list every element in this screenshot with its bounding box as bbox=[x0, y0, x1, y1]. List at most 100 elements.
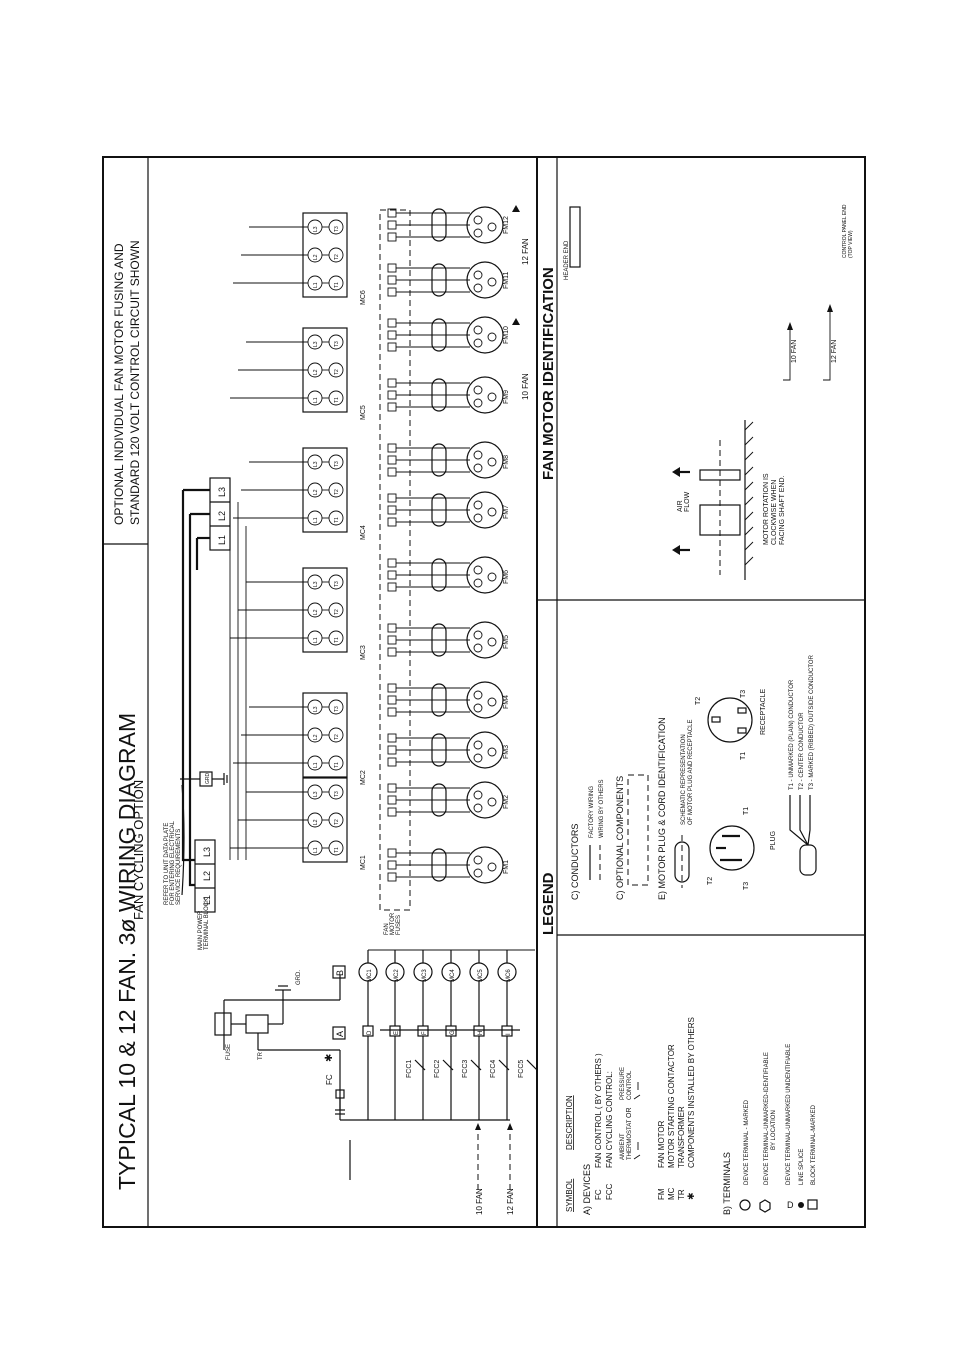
coil-label-mc6: MC6 bbox=[506, 969, 512, 982]
fuse-cell bbox=[387, 623, 397, 633]
contactor-t-label: T2 bbox=[334, 254, 340, 260]
contactor-l-label-wrap: L3 bbox=[313, 706, 319, 712]
coil-term-label-3-wrap: F bbox=[422, 1031, 428, 1035]
receptacle-label: RECEPTACLE bbox=[760, 689, 767, 735]
coil-label-mc1-wrap: MC1 bbox=[367, 969, 373, 982]
contactor-t-label-wrap: T1 bbox=[334, 637, 340, 643]
fuses-label-1: FAN bbox=[384, 923, 390, 935]
contactor-name-mc1: MC1 bbox=[360, 855, 367, 870]
block-l2: L2 bbox=[202, 871, 212, 881]
fcc-switch-2 bbox=[442, 1059, 454, 1071]
contactor-t-label-wrap: T3 bbox=[334, 341, 340, 347]
coil-term-label-4-wrap: G bbox=[450, 1030, 456, 1035]
main-power-block: L1 L2 L3 MAIN POWER TERMINAL BLOCK REFER… bbox=[164, 771, 228, 950]
contactor-t-label-wrap: T1 bbox=[334, 517, 340, 523]
motor-term bbox=[487, 862, 497, 872]
motor-term bbox=[487, 277, 497, 287]
fuse-cell bbox=[387, 807, 397, 817]
fuse-cell bbox=[387, 402, 397, 412]
contactor-name-mc5: MC5 bbox=[360, 405, 367, 420]
fuse-cell bbox=[387, 570, 397, 580]
motor-label-fm6: FM6 bbox=[503, 570, 510, 584]
contactor-t-label: T3 bbox=[334, 791, 340, 797]
fcc-switch-3 bbox=[470, 1059, 482, 1071]
motor-fm11: FM11 bbox=[387, 261, 510, 299]
fuse-cell bbox=[387, 275, 397, 285]
contactor-l-label: L3 bbox=[313, 461, 319, 467]
contactor-l-label-wrap: L3 bbox=[313, 341, 319, 347]
term-d-icon: D bbox=[787, 1200, 794, 1210]
diagram-subtitle: FAN CYCLING OPTION bbox=[131, 780, 146, 920]
symbol-header: SYMBOL bbox=[565, 1178, 574, 1212]
optional-heading: C) OPTIONAL COMPONENTS bbox=[615, 776, 625, 900]
fc-label: FC bbox=[325, 1074, 334, 1085]
motor-plug bbox=[431, 683, 447, 717]
fcc-label-1: FCC1 bbox=[406, 1060, 413, 1078]
motor-term bbox=[473, 325, 483, 335]
optional-box bbox=[627, 774, 649, 886]
tr-sym: TR bbox=[677, 1189, 686, 1200]
contactor-name-mc3-wrap: MC3 bbox=[360, 645, 367, 660]
contactor-l-label: L2 bbox=[313, 819, 319, 825]
contactor-l-label-wrap: L1 bbox=[313, 847, 319, 853]
sheet-frame bbox=[102, 156, 866, 1228]
motor-term bbox=[487, 797, 497, 807]
contactor-l-label: L1 bbox=[313, 637, 319, 643]
motor-label-fm9: FM9 bbox=[503, 390, 510, 404]
term3: DEVICE TERMINAL-UNMARKED UNIDENTIFIABLE bbox=[786, 1044, 792, 1185]
contactor-t-label-wrap: T1 bbox=[334, 847, 340, 853]
flow-label: FLOW bbox=[684, 491, 691, 512]
rec-t2: T2 bbox=[695, 697, 702, 705]
motor-plug bbox=[431, 848, 447, 882]
motor-label-fm7: FM7 bbox=[503, 505, 510, 519]
motor-term bbox=[487, 572, 497, 582]
fuse-cell bbox=[387, 455, 397, 465]
tr-label: TR bbox=[258, 1051, 264, 1060]
right-fan12-label: 12 FAN bbox=[521, 238, 530, 265]
fuse-cell bbox=[387, 860, 397, 870]
schematic-1: SCHEMATIC REPRESENTATION bbox=[681, 734, 687, 825]
grd-box-label: GRD bbox=[205, 773, 211, 785]
grid-fan10-label: 10 FAN bbox=[791, 340, 798, 363]
receptacle-circle-icon bbox=[707, 697, 753, 743]
motor-fm2: FM2 bbox=[387, 781, 510, 819]
motor-term bbox=[473, 855, 483, 865]
motor-term bbox=[487, 747, 497, 757]
motor-label-fm1-wrap: FM1 bbox=[503, 860, 510, 874]
fan-id-heading: FAN MOTOR IDENTIFICATION bbox=[540, 267, 557, 480]
contactor-l-label-wrap: L1 bbox=[313, 637, 319, 643]
legend-left: SYMBOL DESCRIPTION A) DEVICES FC FAN CON… bbox=[565, 1017, 818, 1215]
motor-circle-fm6 bbox=[466, 556, 504, 594]
contactor-l-label-wrap: L3 bbox=[313, 461, 319, 467]
contactor-l-label-wrap: L1 bbox=[313, 282, 319, 288]
motor-fm4: FM4 bbox=[387, 681, 510, 719]
contactor-l-label-wrap: L2 bbox=[313, 254, 319, 260]
motor-circle-fm9 bbox=[466, 376, 504, 414]
motor-term bbox=[487, 332, 497, 342]
contactor-l-label-wrap: L2 bbox=[313, 489, 319, 495]
plug-circle-icon bbox=[709, 825, 755, 871]
motor-term bbox=[473, 513, 483, 523]
desc-header: DESCRIPTION bbox=[565, 1095, 574, 1150]
motor-term bbox=[473, 565, 483, 575]
schematic-2: OF MOTOR PLUG AND RECEPTACLE bbox=[688, 720, 694, 825]
contactor-l-label: L1 bbox=[313, 517, 319, 523]
contactor-t-label: T1 bbox=[334, 762, 340, 768]
motor-term bbox=[473, 868, 483, 878]
contactor-l-label-wrap: L2 bbox=[313, 369, 319, 375]
coil-label-mc1: MC1 bbox=[367, 969, 373, 982]
motor-fm9: FM9 bbox=[387, 376, 510, 414]
fc-star: ✱ bbox=[324, 1054, 335, 1062]
fuse-cell bbox=[387, 232, 397, 242]
fuse-cell bbox=[387, 342, 397, 352]
fuse-cell bbox=[387, 745, 397, 755]
term-hex-icon bbox=[759, 1199, 771, 1213]
motor-term bbox=[473, 630, 483, 640]
motor-label-fm11: FM11 bbox=[503, 272, 510, 289]
coil-term-label-5: H bbox=[478, 1031, 484, 1035]
